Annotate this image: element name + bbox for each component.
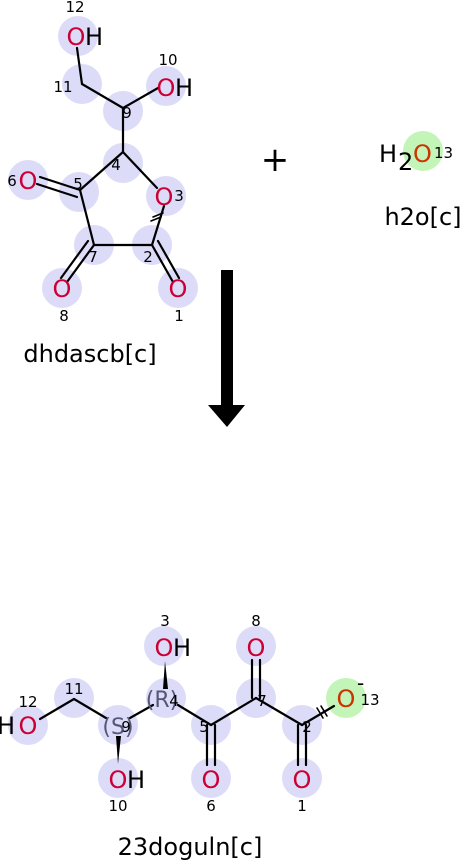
atom-h10: H xyxy=(127,766,145,794)
atom-numbers: 3 8 12 11 4 7 9 5 2 13 10 6 1 xyxy=(18,612,379,815)
atom-labels: O H O H O O O O xyxy=(19,23,193,303)
atom-number: 9 xyxy=(122,104,132,122)
atom-number: 4 xyxy=(111,156,121,174)
atom-o6: O xyxy=(19,167,38,195)
atom-labels: O H O H O O O H O O xyxy=(0,634,355,794)
stereo-labels: (R) (S) xyxy=(102,688,178,740)
atom-o1: O xyxy=(293,766,312,794)
plus-sign: + xyxy=(261,140,290,180)
compound-name-h2o: h2o[c] xyxy=(384,203,461,231)
atom-number: 5 xyxy=(73,175,83,193)
atom-number: 11 xyxy=(64,680,83,698)
atom-number: 2 xyxy=(302,718,312,736)
atom-number: 8 xyxy=(251,612,261,630)
reaction-arrow xyxy=(208,270,245,427)
atom-number: 3 xyxy=(174,187,184,205)
charge-label: - xyxy=(357,671,364,695)
bonds xyxy=(38,658,336,767)
compound-name-dhdascb: dhdascb[c] xyxy=(23,340,156,368)
atom-highlights xyxy=(8,626,366,798)
atom-h12: H xyxy=(0,712,15,740)
atom-number: 9 xyxy=(121,718,131,736)
atom-number: 6 xyxy=(7,172,17,190)
water-h: H xyxy=(379,140,397,168)
stereo-r: (R) xyxy=(146,688,178,713)
atom-number: 13 xyxy=(434,144,453,162)
atom-o8: O xyxy=(53,275,72,303)
atom-number: 3 xyxy=(160,612,170,630)
compound-name-23doguln: 23doguln[c] xyxy=(118,833,263,860)
atom-number: 7 xyxy=(88,248,98,266)
atom-number: 10 xyxy=(108,797,127,815)
reactant-h2o: H 2 O 13 h2o[c] xyxy=(379,131,462,231)
atom-number: 8 xyxy=(59,307,69,325)
atom-h3: H xyxy=(173,634,191,662)
wedge-bonds xyxy=(116,661,168,764)
atom-number: 10 xyxy=(158,51,177,69)
atom-o1: O xyxy=(169,275,188,303)
atom-o8: O xyxy=(247,634,266,662)
water-subscript: 2 xyxy=(398,148,413,176)
atom-number: 6 xyxy=(206,797,216,815)
atom-o10: O xyxy=(157,74,176,102)
atom-number: 13 xyxy=(360,691,379,709)
atom-o3: O xyxy=(155,634,174,662)
water-o: O xyxy=(413,140,432,168)
atom-highlight-o13 xyxy=(403,131,443,171)
atom-number: 4 xyxy=(169,692,179,710)
atom-number: 11 xyxy=(53,78,72,96)
atom-number: 5 xyxy=(199,718,209,736)
atom-h10: H xyxy=(175,74,193,102)
reactant-dhdascb: O H O H O O O O 12 11 10 9 6 5 4 3 7 2 8… xyxy=(7,0,198,368)
product-23doguln: O H O H O O O H O O - (R) (S) 3 8 12 11 … xyxy=(0,612,380,860)
atom-o6: O xyxy=(202,766,221,794)
atom-number: 1 xyxy=(297,797,307,815)
atom-number: 1 xyxy=(174,307,184,325)
bonds xyxy=(35,46,181,284)
atom-o12: O xyxy=(19,712,38,740)
atom-number: 2 xyxy=(143,248,153,266)
atom-o10: O xyxy=(109,766,128,794)
atom-number: 7 xyxy=(257,692,267,710)
atom-numbers: 12 11 10 9 6 5 4 3 7 2 8 1 xyxy=(7,0,184,325)
atom-number: 12 xyxy=(18,693,37,711)
atom-o12: O xyxy=(67,23,86,51)
atom-h12: H xyxy=(85,23,103,51)
atom-o13: O xyxy=(337,685,356,713)
stereo-s: (S) xyxy=(102,715,133,740)
atom-o3: O xyxy=(155,183,174,211)
atom-number: 12 xyxy=(65,0,84,16)
